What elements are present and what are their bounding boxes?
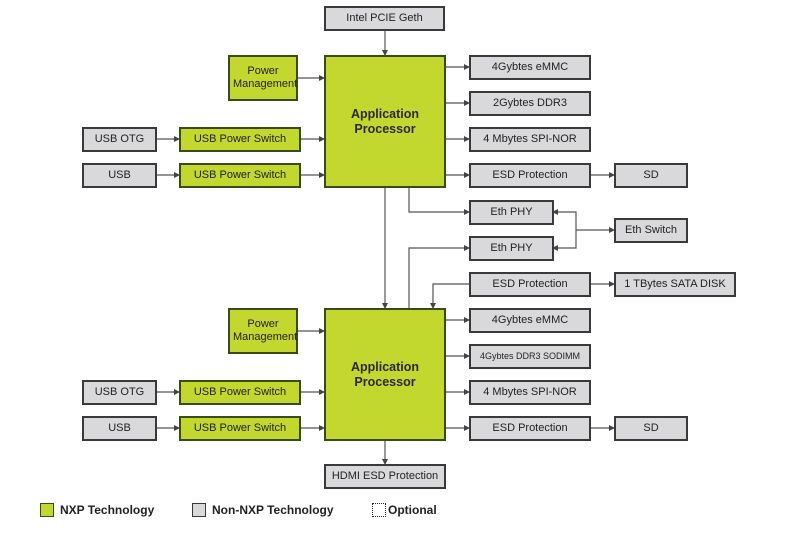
sd-1: SD [614,163,688,188]
emmc-1: 4Gybtes eMMC [469,55,591,80]
spi-nor-1: 4 Mbytes SPI-NOR [469,127,591,152]
optional-swatch-icon [372,503,386,517]
emmc-1-label: 4Gybtes eMMC [491,61,569,73]
intel-pcie-geth-block: Intel PCIE Geth [324,6,445,31]
power-management-2-label: Power Management [233,318,298,343]
legend-nxp: NXP Technology [40,503,154,517]
power-management-1-label: Power Management [233,65,298,90]
ddr3-sodimm-2-label: 4Gybtes DDR3 SODIMM [479,351,581,361]
application-processor-1-label: Application Processor [350,106,420,136]
usb-otg-1: USB OTG [82,127,157,152]
usb-power-switch-2a: USB Power Switch [179,380,301,405]
ddr3-sodimm-2: 4Gybtes DDR3 SODIMM [469,344,591,369]
eth-phy-1-label: Eth PHY [490,206,533,218]
link-ethswitch-ethphy2 [552,230,577,251]
ddr3-1: 2Gybtes DDR3 [469,91,591,116]
usb-power-switch-2b: USB Power Switch [179,416,301,441]
usb-otg-2: USB OTG [82,380,157,405]
nxp-swatch-icon [40,503,54,517]
usb-power-switch-1b: USB Power Switch [179,163,301,188]
legend-non-nxp: Non-NXP Technology [192,503,334,517]
non-nxp-swatch-icon [192,503,206,517]
link-esdsata-proc2 [430,283,469,309]
eth-phy-2: Eth PHY [469,236,554,261]
legend-nxp-label: NXP Technology [60,503,155,517]
sata-disk: 1 TBytes SATA DISK [614,272,736,297]
usb-power-switch-2b-label: USB Power Switch [193,422,287,434]
usb-otg-2-label: USB OTG [94,386,145,398]
usb-power-switch-1a: USB Power Switch [179,127,301,152]
esd-protection-sata: ESD Protection [469,272,591,297]
sd-2-label: SD [643,422,659,434]
esd-protection-2-label: ESD Protection [492,422,568,434]
eth-phy-2-label: Eth PHY [490,242,533,254]
hdmi-esd-protection: HDMI ESD Protection [324,464,446,489]
spi-nor-2: 4 Mbytes SPI-NOR [469,380,591,405]
emmc-2-label: 4Gybtes eMMC [491,314,569,326]
link-ethswitch-ethphy1 [552,209,577,230]
usb-1: USB [82,163,157,188]
application-processor-2-label: Application Processor [350,359,420,389]
esd-protection-2: ESD Protection [469,416,591,441]
usb-1-label: USB [108,169,131,181]
eth-switch: Eth Switch [614,218,688,243]
legend-optional-label: Optional [388,503,437,517]
esd-protection-1: ESD Protection [469,163,591,188]
usb-2: USB [82,416,157,441]
eth-phy-1: Eth PHY [469,200,554,225]
ddr3-1-label: 2Gybtes DDR3 [493,97,567,109]
application-processor-2: Application Processor [324,308,446,441]
spi-nor-2-label: 4 Mbytes SPI-NOR [483,386,577,398]
power-management-1: Power Management [228,55,298,101]
link-proc1-ethphy1 [406,183,470,215]
esd-protection-sata-label: ESD Protection [492,278,568,290]
sd-2: SD [614,416,688,441]
legend-non-nxp-label: Non-NXP Technology [212,503,334,517]
sata-disk-label: 1 TBytes SATA DISK [624,278,726,290]
link-proc2-ethphy2 [406,245,470,313]
spi-nor-1-label: 4 Mbytes SPI-NOR [483,133,577,145]
emmc-2: 4Gybtes eMMC [469,308,591,333]
sd-1-label: SD [643,169,659,181]
esd-protection-1-label: ESD Protection [492,169,568,181]
usb-power-switch-1b-label: USB Power Switch [193,169,287,181]
usb-power-switch-2a-label: USB Power Switch [193,386,287,398]
usb-power-switch-1a-label: USB Power Switch [193,133,287,145]
eth-switch-label: Eth Switch [625,224,677,236]
usb-2-label: USB [108,422,131,434]
usb-otg-1-label: USB OTG [94,133,145,145]
intel-pcie-geth-label: Intel PCIE Geth [346,12,423,24]
power-management-2: Power Management [228,308,298,354]
legend-optional: Optional [372,503,437,517]
hdmi-esd-protection-label: HDMI ESD Protection [331,470,439,482]
application-processor-1: Application Processor [324,55,446,188]
